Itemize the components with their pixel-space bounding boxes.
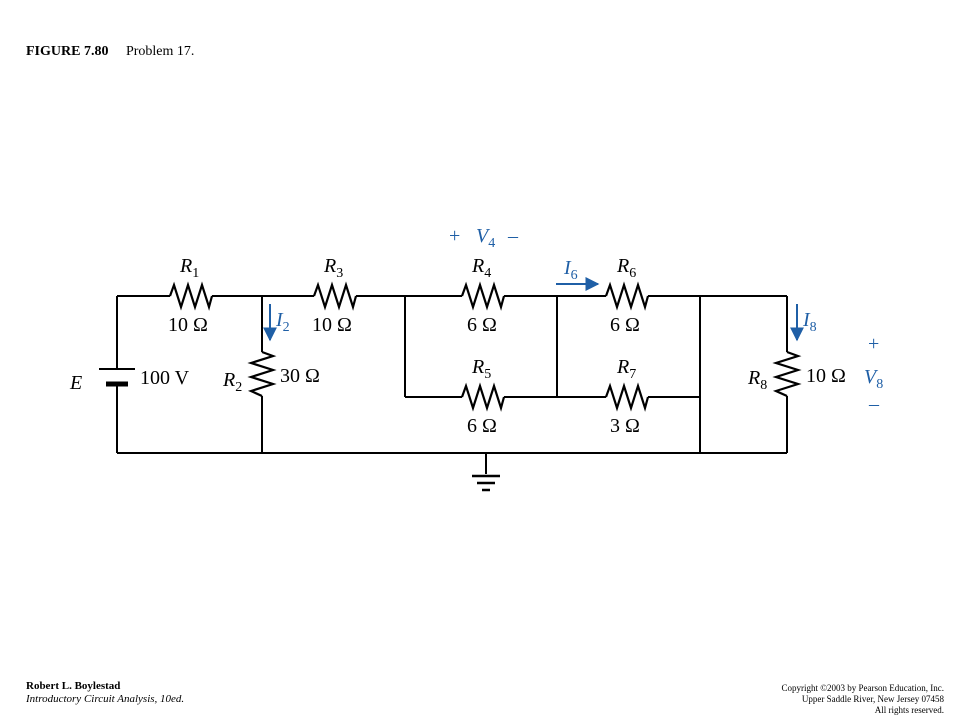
battery-e: [99, 368, 135, 387]
author-name: Robert L. Boylestad: [26, 680, 121, 692]
resistor-r4-symbol: [460, 281, 506, 311]
r8-value: 10 Ω: [806, 365, 846, 387]
resistor-r5-symbol: [460, 382, 506, 412]
copyright-notice: Copyright ©2003 by Pearson Education, In…: [781, 683, 944, 716]
copyright-line: Copyright ©2003 by Pearson Education, In…: [781, 683, 944, 693]
source-value: 100 V: [140, 367, 190, 389]
r8-label: R8: [747, 367, 767, 393]
ground-icon: [472, 474, 500, 492]
circuit-wires: [116, 295, 788, 474]
r5-label: R5: [471, 356, 491, 382]
figure-number: FIGURE 7.80: [26, 44, 109, 59]
problem-label: Problem 17.: [125, 44, 195, 59]
v4-minus: –: [507, 225, 519, 247]
v4-label: V4: [476, 225, 495, 251]
i2-label: I2: [275, 309, 290, 335]
r2-label: R2: [222, 369, 242, 395]
r1-label: R1: [179, 255, 199, 281]
r7-value: 3 Ω: [610, 415, 640, 437]
r6-label: R6: [616, 255, 636, 281]
r3-label: R3: [323, 255, 343, 281]
resistor-r6-symbol: [604, 281, 650, 311]
v4-plus: +: [449, 225, 460, 247]
resistor-r7-symbol: [604, 382, 650, 412]
r6-value: 6 Ω: [610, 314, 640, 336]
r3-value: 10 Ω: [312, 314, 352, 336]
r4-label: R4: [471, 255, 491, 281]
figure-caption: FIGURE 7.80 Problem 17.: [26, 44, 194, 60]
address-line: Upper Saddle River, New Jersey 07458: [801, 694, 944, 704]
i6-label: I6: [563, 257, 578, 283]
r2-value: 30 Ω: [280, 365, 320, 387]
r1-value: 10 Ω: [168, 314, 208, 336]
current-arrows: [263, 277, 804, 342]
v8-label: V8: [864, 366, 883, 392]
footer-credits: Robert L. Boylestad Introductory Circuit…: [26, 680, 184, 706]
resistor-r8-symbol: [772, 350, 802, 398]
book-title: Introductory Circuit Analysis, 10ed.: [26, 693, 185, 705]
source-name: E: [69, 372, 82, 394]
r5-value: 6 Ω: [467, 415, 497, 437]
resistor-r1-symbol: [168, 281, 214, 311]
v8-minus: –: [868, 393, 880, 415]
r7-label: R7: [616, 356, 636, 382]
i8-label: I8: [802, 309, 817, 335]
resistor-r3-symbol: [312, 281, 358, 311]
resistor-r2-symbol: [247, 350, 277, 398]
r4-value: 6 Ω: [467, 314, 497, 336]
v8-plus: +: [868, 333, 879, 355]
resistor-zigzags: [168, 281, 802, 412]
rights-line: All rights reserved.: [874, 705, 944, 715]
